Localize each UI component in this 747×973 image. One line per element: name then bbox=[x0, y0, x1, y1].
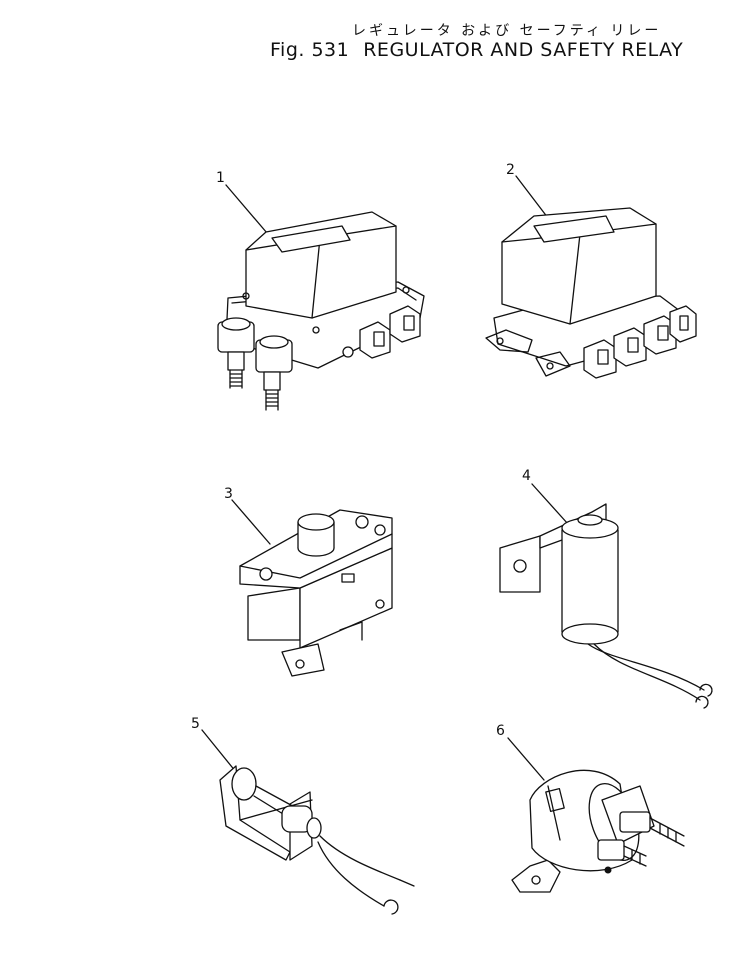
figure-number: Fig. 531 bbox=[270, 39, 350, 61]
part-label-4[interactable]: 4 bbox=[522, 468, 531, 484]
part-4-relay[interactable] bbox=[499, 483, 713, 709]
figure-title-english: REGULATOR AND SAFETY RELAY bbox=[363, 39, 684, 61]
part-5-relay[interactable] bbox=[201, 729, 415, 915]
part-1-regulator[interactable] bbox=[217, 184, 425, 411]
part-label-5[interactable]: 5 bbox=[191, 716, 200, 732]
figure-title: Fig. 531 REGULATOR AND SAFETY RELAY bbox=[270, 39, 683, 61]
part-label-2[interactable]: 2 bbox=[506, 162, 515, 178]
part-6-relay[interactable] bbox=[507, 737, 685, 893]
figure-title-japanese: レギュレータ および セーフティ リレー bbox=[352, 23, 662, 39]
part-label-6[interactable]: 6 bbox=[496, 723, 505, 739]
part-label-3[interactable]: 3 bbox=[224, 486, 233, 502]
part-label-1[interactable]: 1 bbox=[216, 170, 225, 186]
part-2-regulator[interactable] bbox=[485, 175, 697, 379]
part-3-relay[interactable] bbox=[231, 499, 393, 677]
